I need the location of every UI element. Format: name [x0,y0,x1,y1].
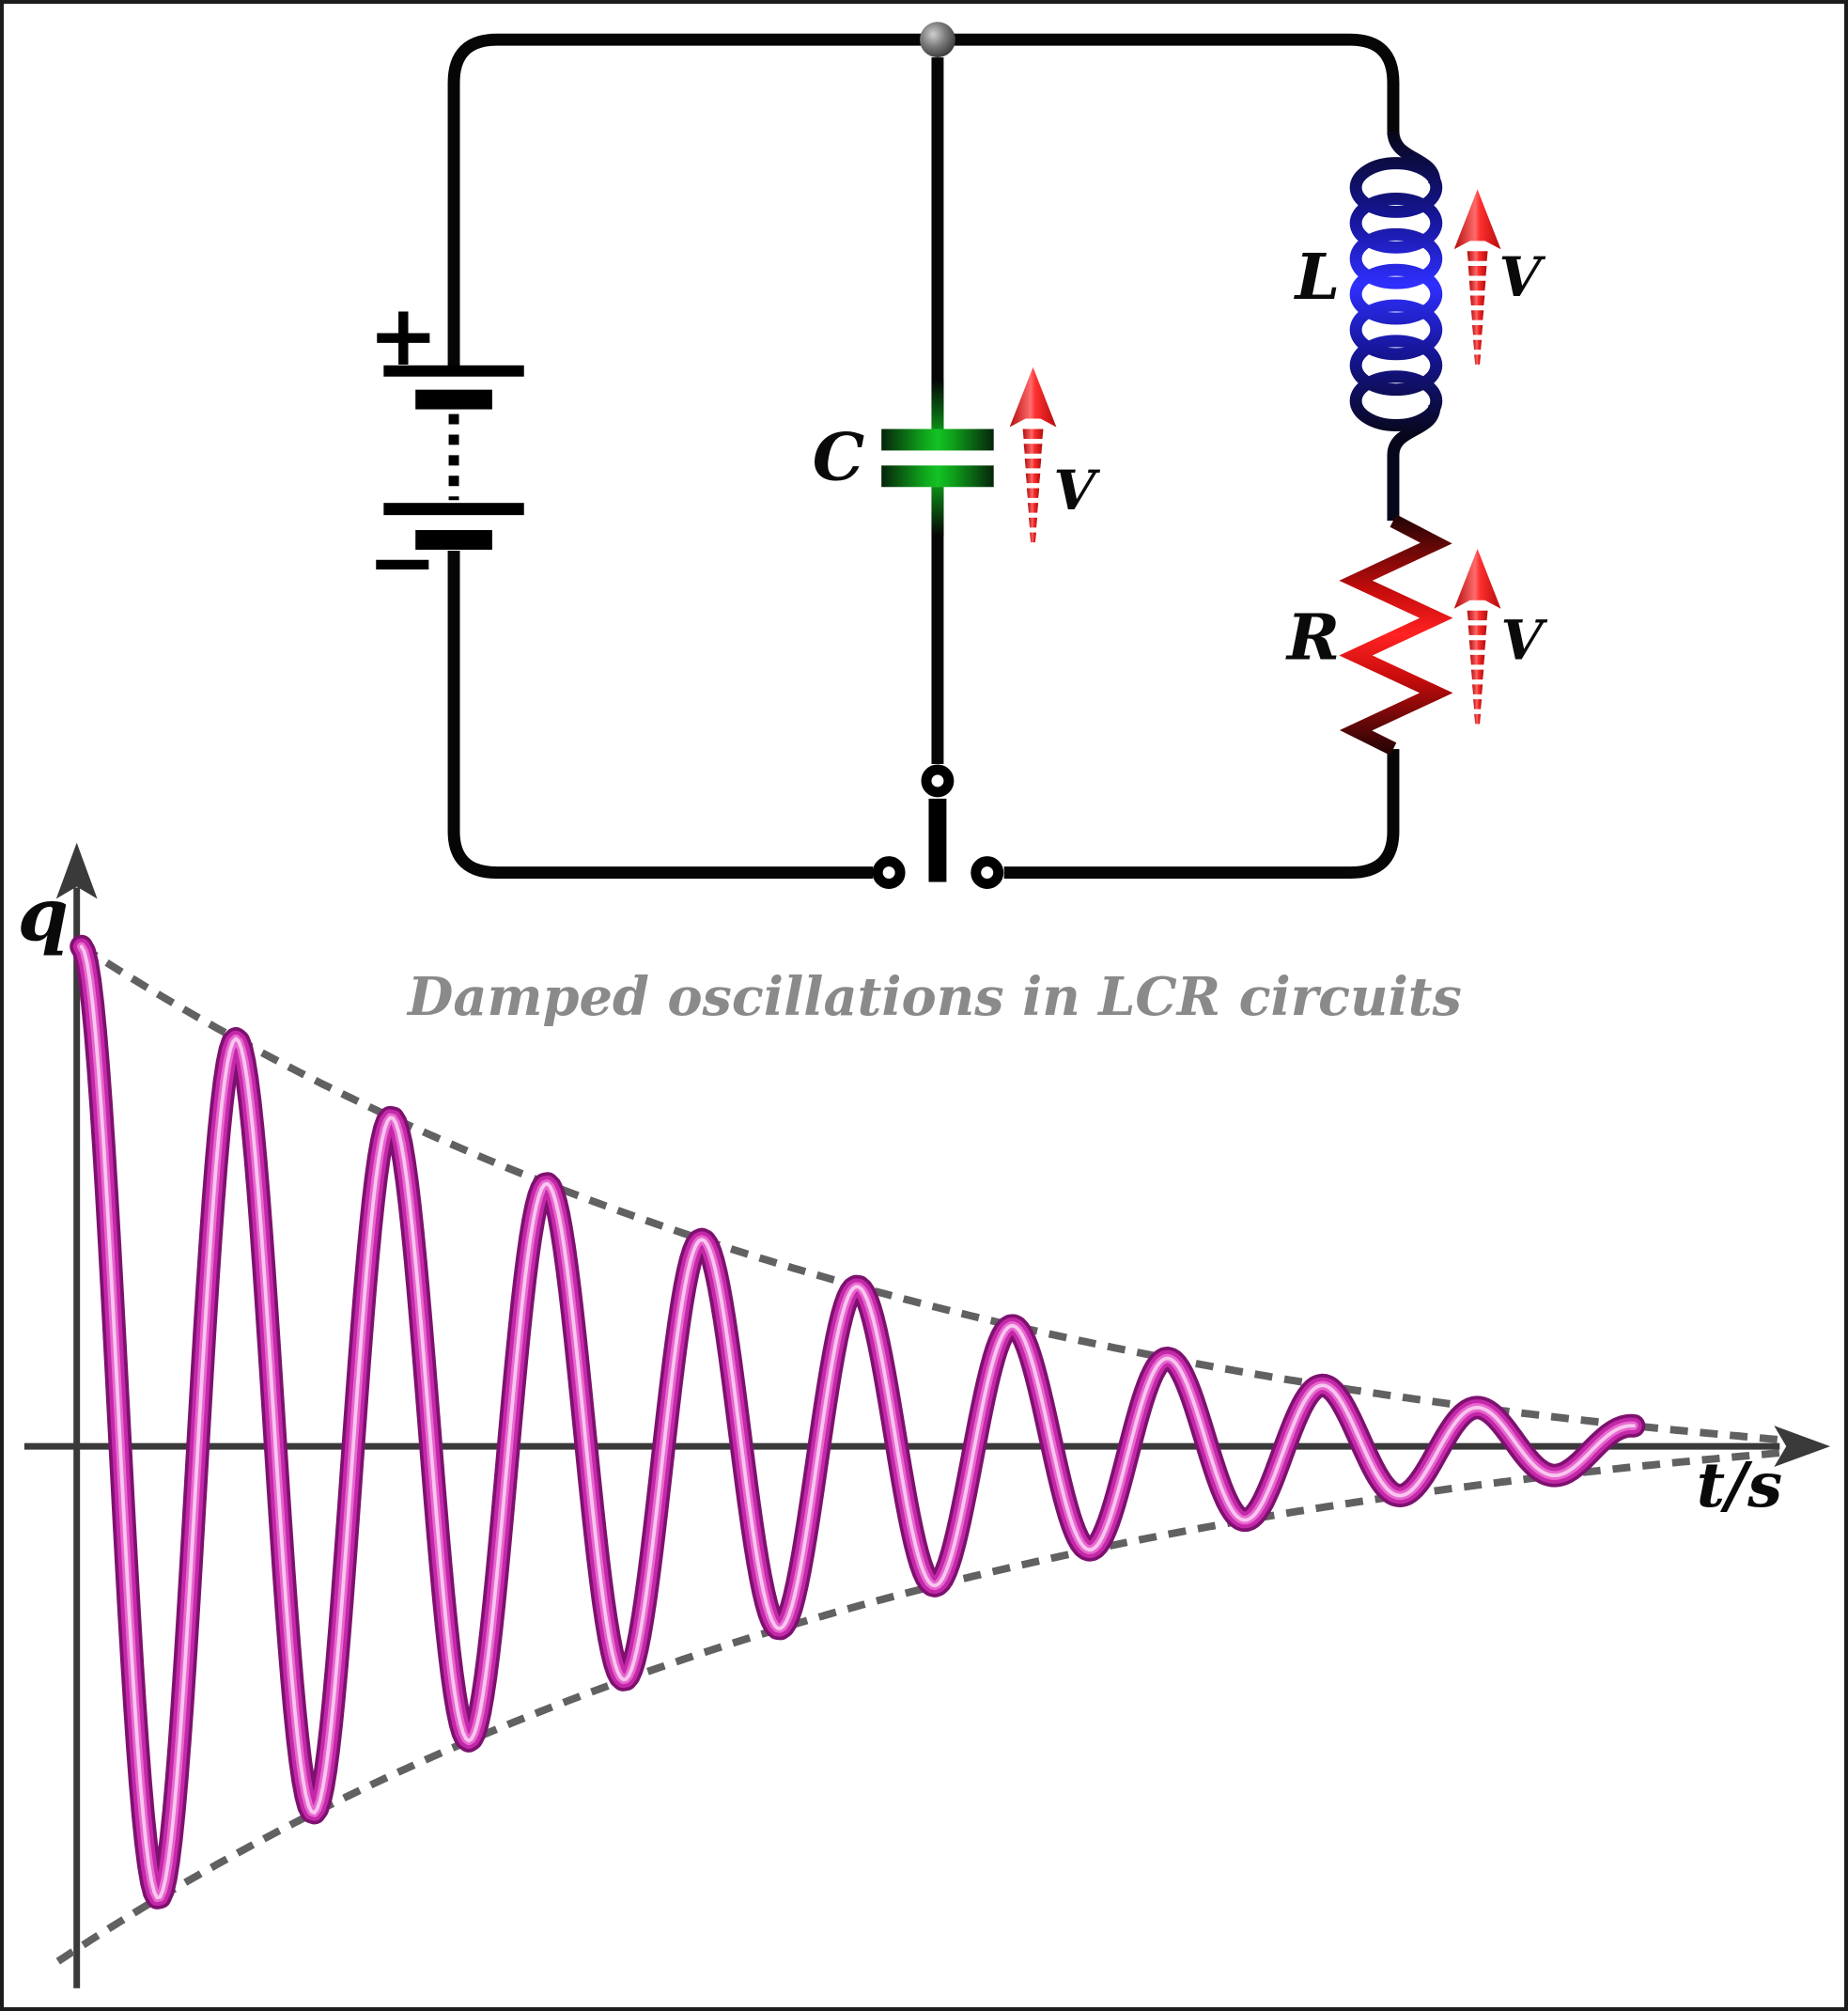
capacitor-plate-top [881,429,994,451]
waveform-outline [70,934,1646,1910]
battery-plate-short-bottom [415,530,492,550]
wire-top-loop [447,33,1400,369]
switch-lever [928,798,947,882]
chart-title: Damped oscillations in LCR circuits [406,967,1462,1028]
wire-resistor-bottom [1003,749,1400,880]
battery-plate-short-top [415,389,492,410]
switch-right-contact [971,856,1004,890]
capacitor-wire-glow-top [931,380,944,429]
lcr-figure: + − C L [18,22,1831,1988]
battery-minus-label: − [367,514,438,612]
battery-plate-long-bottom [383,503,524,516]
capacitor-voltage-label: V [1053,459,1100,522]
capacitor-wire-glow-bottom [931,487,944,537]
capacitor: C [813,380,994,537]
switch [872,764,1004,890]
resistor-zigzag [1339,514,1453,756]
charge-waveform [70,934,1646,1910]
inductor-label: L [1294,239,1341,314]
resistor-voltage-label: V [1500,609,1547,673]
capacitor-voltage-arrow [1009,366,1057,543]
switch-pole-contact [921,764,955,798]
capacitor-label: C [813,419,864,495]
damped-oscillation-chart: Damped oscillations in LCR circuits q t/… [18,842,1831,1988]
resistor: R [1285,514,1453,756]
resistor-voltage-arrow [1453,548,1501,725]
capacitor-plate-bottom [881,465,994,488]
inductor: L [1294,131,1443,522]
inductor-coil [1349,157,1443,431]
waveform-highlight [76,942,1638,1903]
x-axis-label: t/s [1697,1448,1782,1521]
battery: + − [367,288,524,612]
inductor-lead-bottom [1387,404,1441,522]
y-axis-label: q [18,872,69,958]
inductor-voltage-arrow [1453,189,1501,365]
waveform-core-shine [79,944,1636,1900]
y-axis-arrowhead [55,842,98,899]
junction-node [920,22,955,58]
x-axis-arrowhead [1774,1426,1831,1467]
circuit-diagram: + − C L [367,22,1547,890]
resistor-label: R [1285,600,1340,675]
wire-battery-bottom [447,550,874,880]
battery-plate-long-top [383,365,524,377]
switch-left-contact [872,856,906,890]
battery-plus-label: + [368,288,439,385]
waveform-body [72,938,1642,1907]
inductor-voltage-label: V [1499,245,1546,309]
envelope-upper [79,943,1817,1447]
